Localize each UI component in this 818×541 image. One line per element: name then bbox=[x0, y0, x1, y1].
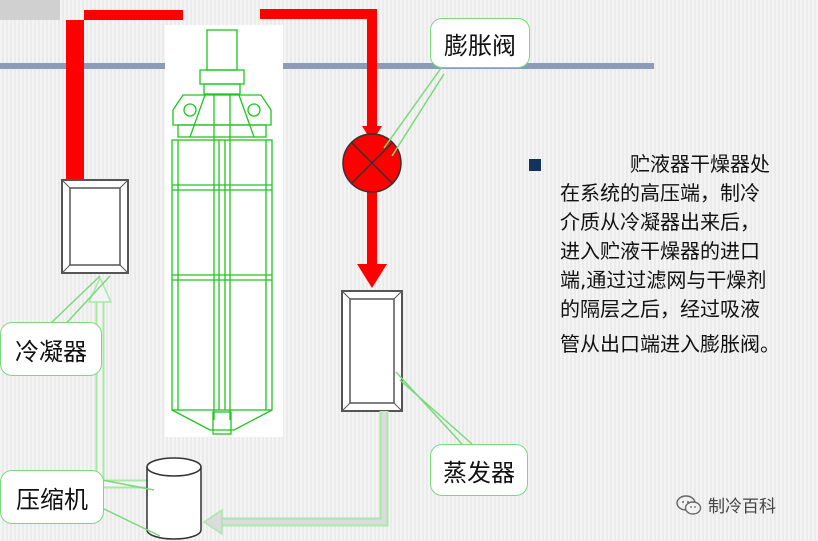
description-line: 端,通过过滤网与干燥剂 bbox=[560, 268, 767, 292]
bullet-square-icon bbox=[529, 159, 541, 171]
corner-band bbox=[0, 0, 60, 20]
drawing-backdrop bbox=[165, 25, 283, 437]
compressor-label: 压缩机 bbox=[0, 470, 104, 524]
arrow-into-condenser bbox=[87, 276, 113, 303]
receiver-drier-drawing bbox=[165, 25, 283, 437]
description-line: 贮液器干燥器处 bbox=[630, 152, 770, 176]
watermark: 制冷百科 bbox=[676, 492, 776, 517]
high-pressure-lines bbox=[66, 9, 387, 288]
compressor-to-condenser-line bbox=[95, 300, 150, 489]
description-panel: 贮液器干燥器处 在系统的高压端，制冷 介质从冷凝器出来后， 进入贮液干燥器的进口… bbox=[529, 150, 810, 359]
watermark-text: 制冷百科 bbox=[708, 497, 776, 517]
description-line: 进入贮液干燥器的进口 bbox=[560, 239, 760, 263]
arrow-into-compressor bbox=[202, 508, 223, 536]
description-line: 在系统的高压端，制冷 bbox=[560, 181, 760, 205]
drawing-lines bbox=[171, 29, 273, 435]
expansion-valve-symbol bbox=[342, 133, 402, 193]
arrow-into-evaporator bbox=[357, 264, 387, 288]
condenser-label: 冷凝器 bbox=[0, 322, 102, 376]
callout-leaders bbox=[51, 63, 473, 537]
description-line: 管从出口端进入膨胀阀。 bbox=[560, 332, 780, 356]
horizontal-rule bbox=[0, 63, 654, 69]
wechat-icon bbox=[676, 494, 702, 515]
condenser-to-drier-line bbox=[66, 10, 183, 180]
condenser-block bbox=[61, 179, 129, 274]
expansion-valve-label: 膨胀阀 bbox=[430, 18, 530, 68]
description-line: 介质从冷凝器出来后， bbox=[560, 210, 760, 234]
evaporator-label: 蒸发器 bbox=[430, 444, 528, 496]
evaporator-block bbox=[341, 290, 403, 412]
compressor-cylinder bbox=[146, 457, 202, 540]
drier-to-valve-line bbox=[260, 9, 377, 128]
description-line: 的隔层之后，经过吸液 bbox=[560, 297, 760, 321]
